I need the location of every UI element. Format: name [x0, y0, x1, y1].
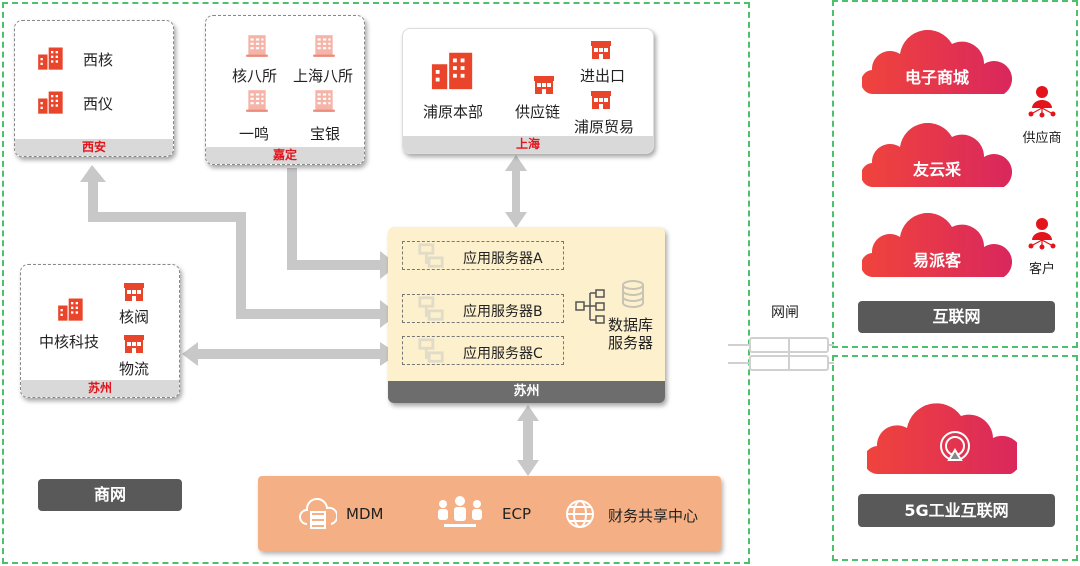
server-cluster: 应用服务器A 应用服务器B 应用服务器C 数据库 服务器 苏州	[388, 227, 665, 403]
industrial-5g-zone	[832, 355, 1078, 561]
server-icon	[417, 295, 445, 323]
site-item: 核八所	[232, 67, 278, 85]
service-label: 财务共享中心	[608, 507, 699, 525]
gateway-label: 网闸	[771, 305, 799, 321]
shop-icon	[532, 72, 556, 96]
internet-zone	[832, 0, 1078, 348]
server-icon	[417, 242, 445, 270]
cloud-server-icon	[299, 498, 337, 529]
site-item: 宝银	[310, 125, 341, 143]
site-label: 苏州	[21, 380, 179, 397]
shop-icon	[589, 37, 613, 61]
site-item: 浦原本部	[423, 103, 484, 121]
building-icon	[311, 88, 337, 114]
site-label: 上海	[403, 136, 653, 153]
cloud-shape	[862, 213, 1012, 278]
shared-services-panel: MDM ECP 财务共享中心	[258, 476, 721, 551]
arrow-xian-server	[80, 165, 398, 328]
site-suzhou: 中核科技 核阀 物流 苏州	[20, 264, 180, 398]
role-label: 客户	[1028, 262, 1055, 277]
site-xian: 西核 西仪 西安	[14, 20, 174, 157]
site-shanghai: 浦原本部 供应链 进出口 浦原贸易 上海	[402, 28, 654, 154]
app-server: 应用服务器C	[402, 336, 564, 365]
service-label: ECP	[502, 505, 531, 523]
site-item: 西仪	[83, 95, 114, 113]
app-server-label: 应用服务器A	[463, 251, 543, 267]
site-item: 供应链	[515, 103, 561, 121]
database-label: 数据库 服务器	[608, 316, 654, 352]
app-server: 应用服务器A	[402, 241, 564, 270]
building-icon	[37, 44, 65, 72]
people-icon	[438, 496, 482, 527]
role-label: 供应商	[1022, 131, 1062, 146]
cloud-label: 易派客	[912, 251, 961, 270]
service-label: MDM	[346, 505, 384, 523]
cloud-shape	[862, 123, 1012, 188]
network-tree-icon	[575, 289, 605, 324]
shop-icon	[122, 279, 146, 303]
shop-icon	[122, 331, 146, 355]
zone-label-5g: 5G工业互联网	[858, 494, 1055, 527]
site-item: 一鸣	[239, 125, 270, 143]
site-jiading: 核八所 上海八所 一鸣 宝银 嘉定	[205, 15, 365, 165]
cloud-shape	[867, 403, 1017, 475]
building-icon	[311, 33, 337, 59]
building-icon	[57, 295, 85, 323]
app-server-label: 应用服务器C	[463, 346, 543, 362]
business-net-zone	[2, 2, 750, 564]
database-icon	[622, 280, 644, 308]
site-item: 物流	[119, 360, 150, 378]
building-icon	[244, 33, 270, 59]
site-item: 中核科技	[39, 333, 100, 351]
shop-icon	[589, 87, 613, 111]
app-server-label: 应用服务器B	[463, 304, 543, 320]
cloud-label: 友云采	[912, 160, 961, 179]
building-icon	[244, 88, 270, 114]
site-item: 核阀	[119, 308, 150, 326]
cloud-label: 电子商城	[904, 68, 969, 87]
cloud-shape	[862, 30, 1012, 95]
globe-icon	[566, 500, 594, 528]
site-item: 浦原贸易	[574, 118, 635, 136]
gateway-icon	[728, 337, 834, 371]
site-label: 嘉定	[206, 147, 364, 164]
app-server: 应用服务器B	[402, 294, 564, 323]
arrow-shanghai-server	[505, 155, 527, 228]
person-icon	[1028, 218, 1056, 250]
person-icon	[1028, 86, 1056, 118]
signal-icon	[940, 431, 970, 461]
zone-label-business-net: 商网	[38, 479, 182, 511]
zone-label-internet: 互联网	[858, 301, 1055, 333]
building-icon	[430, 47, 476, 93]
arrow-jiading-server	[287, 168, 398, 279]
site-item: 上海八所	[293, 67, 354, 85]
server-icon	[417, 337, 445, 365]
arrow-suzhou-server	[182, 342, 398, 366]
arrow-server-bottom	[517, 405, 539, 476]
site-item: 西核	[83, 51, 114, 69]
server-cluster-label: 苏州	[388, 381, 665, 403]
site-label: 西安	[15, 139, 173, 156]
site-item: 进出口	[580, 67, 626, 85]
building-icon	[37, 88, 65, 116]
